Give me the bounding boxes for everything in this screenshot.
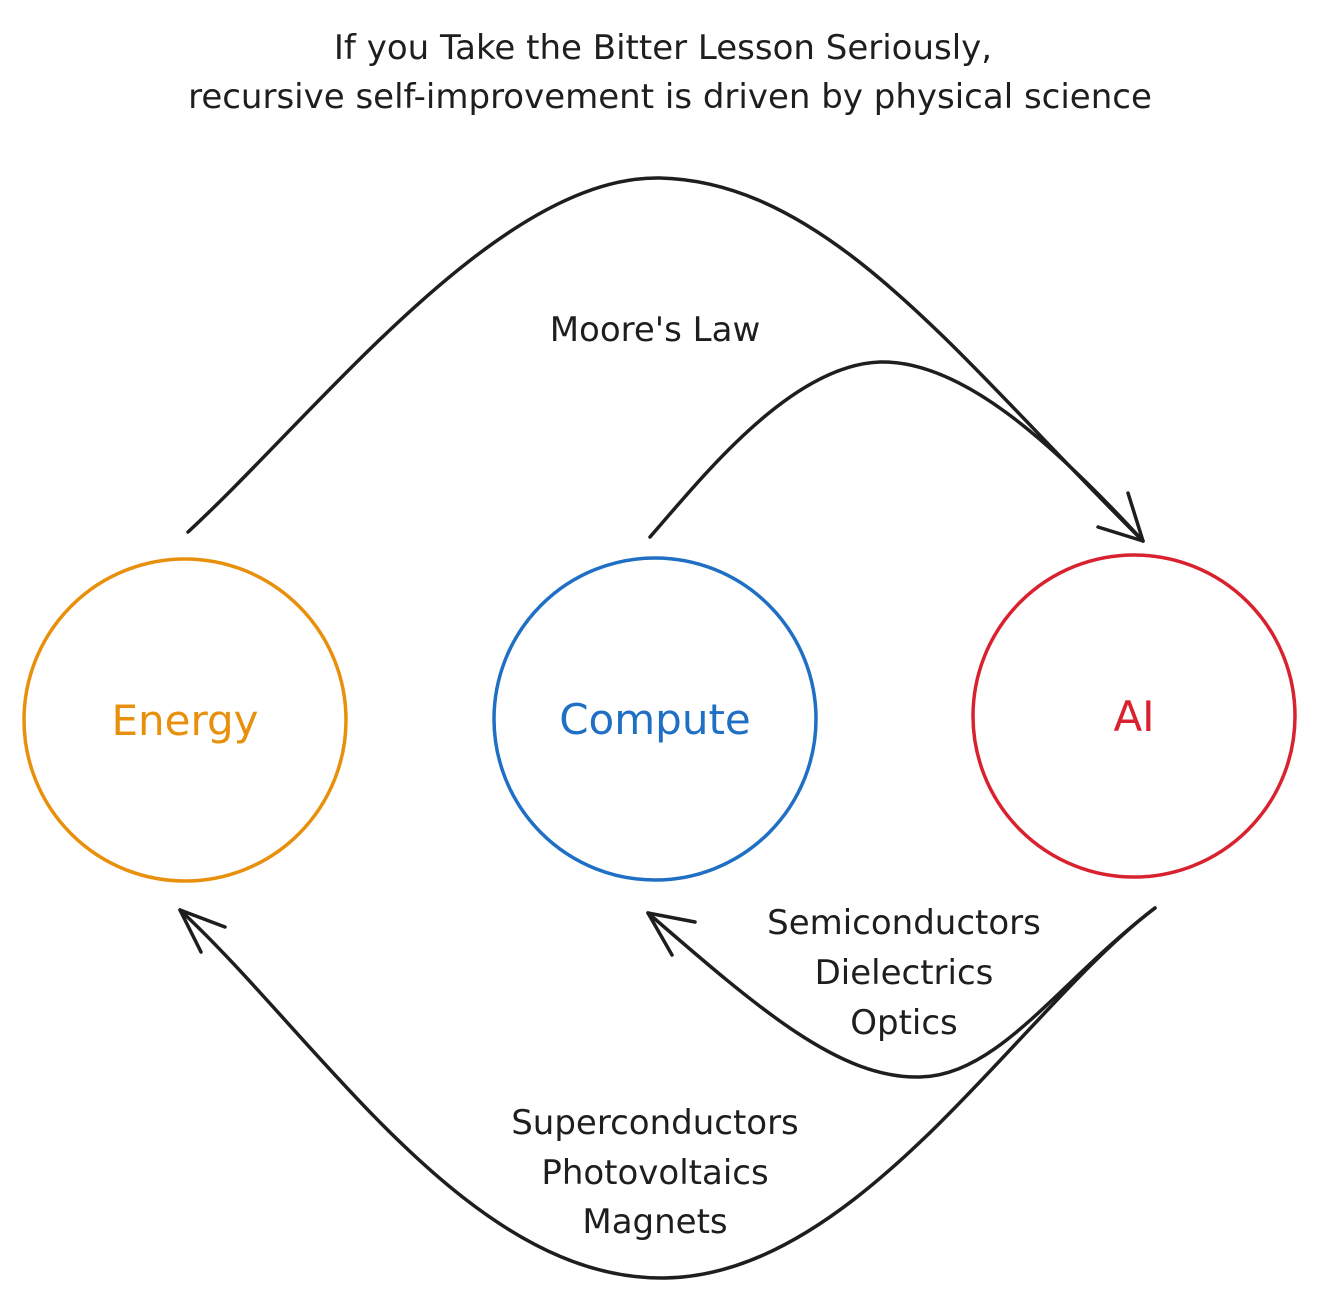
node-ai: AI [971,553,1297,879]
arrow-ai-to-compute [646,906,1157,1079]
ai-label: AI [1113,692,1154,741]
edge-label-moores-law: Moore's Law [550,310,761,350]
arrow-energy-to-ai [186,176,1145,543]
ai-circle [971,553,1297,879]
energy-label: Energy [111,696,258,745]
node-compute: Compute [492,556,818,882]
edge-label-semiconductors: Semiconductors [767,903,1041,943]
compute-label: Compute [559,695,751,744]
node-energy: Energy [22,557,348,883]
arrowhead-energy [178,908,227,954]
title-line-2: recursive self-improvement is driven by … [188,77,1152,117]
title-line-1: If you Take the Bitter Lesson Seriously, [334,28,992,68]
energy-circle [22,557,348,883]
edge-label-optics: Optics [850,1003,958,1043]
edge-label-dielectrics: Dielectrics [815,953,994,993]
arrowhead-compute [646,911,697,957]
edge-label-photovoltaics: Photovoltaics [541,1153,768,1193]
arrow-compute-to-ai [648,360,1145,543]
edge-label-magnets: Magnets [582,1202,727,1242]
compute-circle [492,556,818,882]
edge-label-superconductors: Superconductors [511,1103,799,1143]
arrow-ai-to-energy [178,906,1157,1280]
arrowhead-ai [1096,491,1145,543]
